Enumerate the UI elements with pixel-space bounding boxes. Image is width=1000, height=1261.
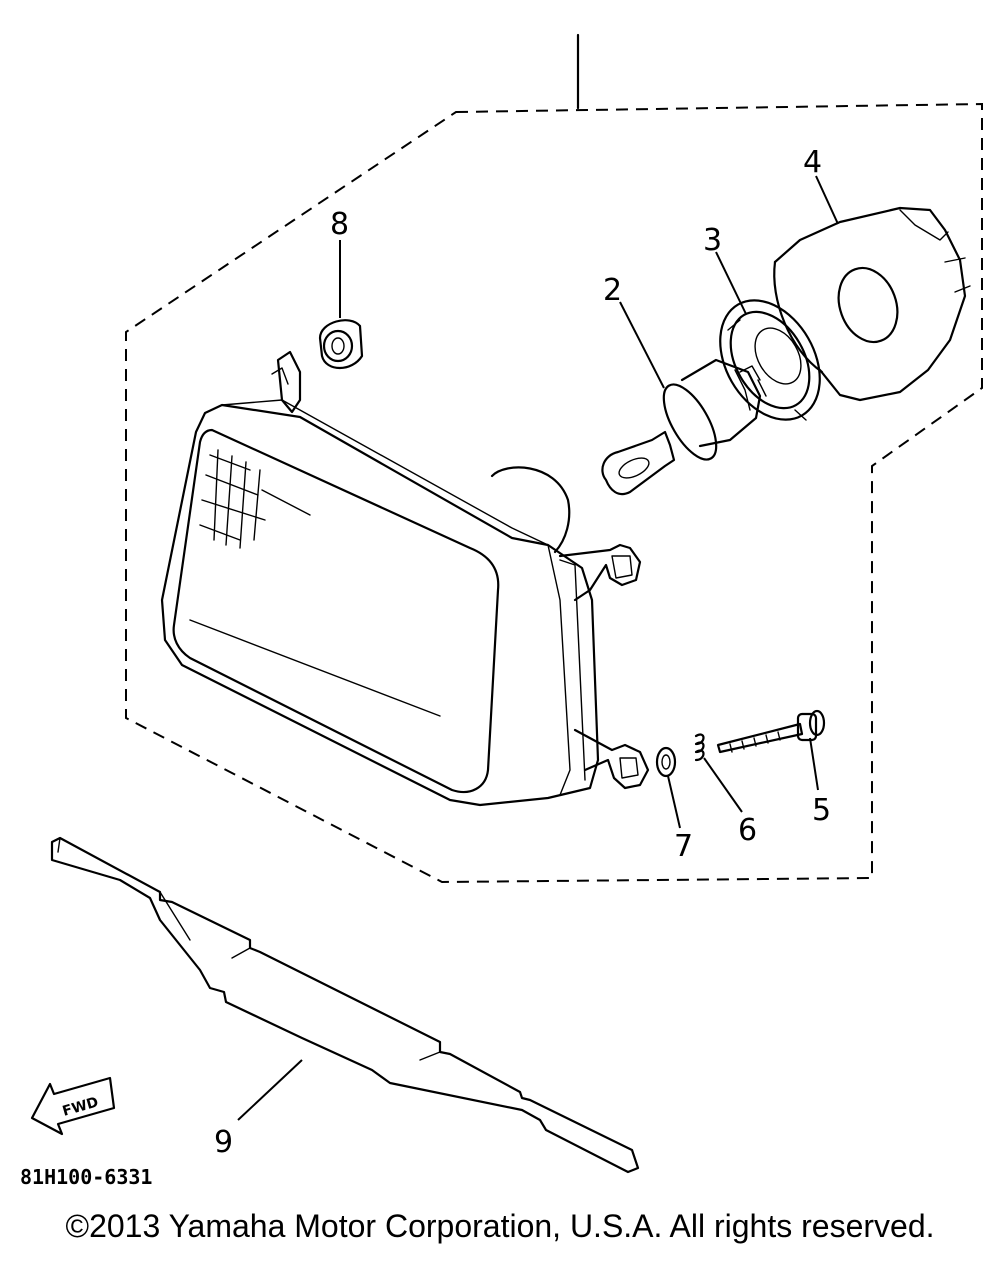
stay-bracket bbox=[50, 836, 640, 1174]
washer bbox=[655, 746, 677, 778]
spring bbox=[694, 733, 705, 762]
rubber-cover bbox=[773, 206, 971, 402]
callout-part-4: 4 bbox=[803, 145, 822, 180]
leader-lines bbox=[237, 175, 839, 1121]
callout-part-7: 7 bbox=[674, 829, 693, 864]
collar bbox=[318, 319, 364, 370]
forward-arrow: FWD bbox=[30, 1076, 116, 1136]
adjusting-screw bbox=[716, 709, 826, 754]
headlight-unit bbox=[160, 350, 650, 807]
headlight-exploded-diagram: FWD 8 2 3 4 5 6 7 9 81H100-6331 bbox=[20, 33, 983, 1189]
callout-part-2: 2 bbox=[603, 273, 622, 308]
copyright-notice: ©2013 Yamaha Motor Corporation, U.S.A. A… bbox=[65, 1208, 935, 1244]
fwd-label: FWD bbox=[61, 1094, 101, 1119]
bulb bbox=[601, 358, 767, 496]
callout-part-6: 6 bbox=[738, 813, 757, 848]
diagram-reference-code: 81H100-6331 bbox=[20, 1165, 152, 1189]
bulb-holder bbox=[719, 299, 821, 421]
callout-part-5: 5 bbox=[812, 793, 831, 828]
callout-part-9: 9 bbox=[214, 1125, 233, 1160]
callout-part-3: 3 bbox=[703, 223, 722, 258]
callout-part-8: 8 bbox=[330, 207, 349, 242]
assembly-boundary bbox=[125, 33, 983, 884]
